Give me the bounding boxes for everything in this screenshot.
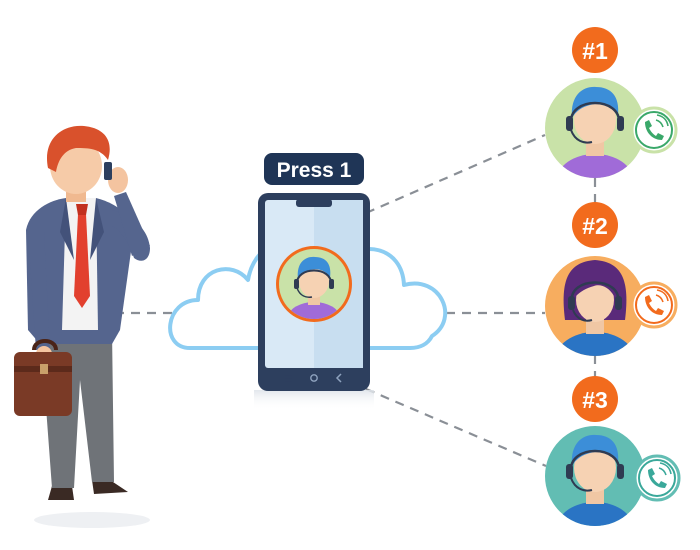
headset-icon [566, 116, 573, 131]
headset-icon [568, 296, 575, 310]
agent-2-number-badge: #2 [572, 202, 618, 248]
headset-icon [566, 464, 573, 479]
agent-1-label: #1 [582, 38, 608, 64]
agent-1-call-badge [632, 108, 676, 152]
menu-icon [285, 374, 292, 382]
connector-phone-agent-1 [366, 135, 545, 213]
smartphone [254, 193, 374, 410]
phone-notch [296, 199, 332, 207]
briefcase-icon [14, 341, 72, 416]
shoe-left [48, 486, 74, 500]
shoe-right [92, 480, 128, 494]
caller-businessman [14, 126, 150, 528]
agent-2-label: #2 [582, 213, 608, 239]
connector-phone-agent-3 [366, 389, 546, 466]
agent-3-number-badge: #3 [572, 376, 618, 422]
agent-1: #1 [545, 27, 676, 206]
agent-1-number-badge: #1 [572, 27, 618, 73]
agent-3-call-badge [635, 456, 679, 500]
agent-3: #3 [545, 376, 679, 550]
handset-icon [104, 162, 112, 180]
agent-2: #2 [545, 202, 676, 388]
agent-3-label: #3 [582, 387, 608, 413]
agent-2-call-badge [632, 283, 676, 327]
press-1-badge: Press 1 [264, 153, 364, 185]
phone-reflection [254, 390, 374, 410]
press-1-label: Press 1 [277, 159, 352, 182]
